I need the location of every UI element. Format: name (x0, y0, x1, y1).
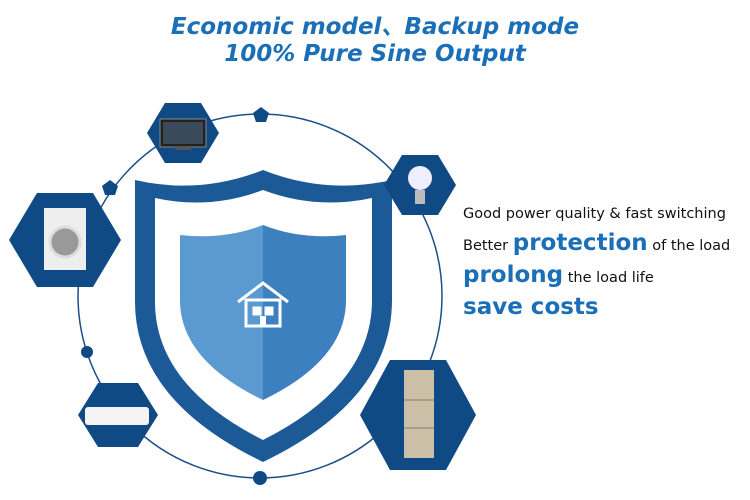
feature-text: Better (463, 238, 509, 254)
title-line-1: Economic model、Backup mode (170, 14, 580, 40)
feature-save-costs: save costs (463, 294, 599, 320)
feature-prolong: prolong the load life (463, 262, 654, 288)
feature-highlight: protection (512, 230, 648, 256)
feature-text: of the load (652, 238, 731, 254)
feature-highlight: prolong (463, 262, 564, 288)
feature-highlight: save costs (463, 294, 599, 320)
refrigerator-icon (360, 360, 476, 470)
title-line-2: 100% Pure Sine Output (224, 41, 526, 67)
feature-power-quality: Good power quality & fast switching (463, 206, 726, 222)
shield-inner-right (263, 225, 346, 400)
tv-icon (147, 103, 219, 163)
washing-machine-icon (9, 193, 121, 287)
orbit-dot (253, 471, 267, 485)
orbit-marker (102, 180, 118, 195)
house-icon (237, 281, 289, 328)
light-bulb-icon (384, 155, 456, 215)
orbit-marker (253, 107, 269, 122)
shield-inner-left (180, 225, 263, 400)
feature-text: the load life (567, 270, 654, 286)
orbit-dot (81, 346, 93, 358)
air-conditioner-icon (78, 383, 158, 447)
feature-protection: Better protection of the load (463, 230, 730, 256)
